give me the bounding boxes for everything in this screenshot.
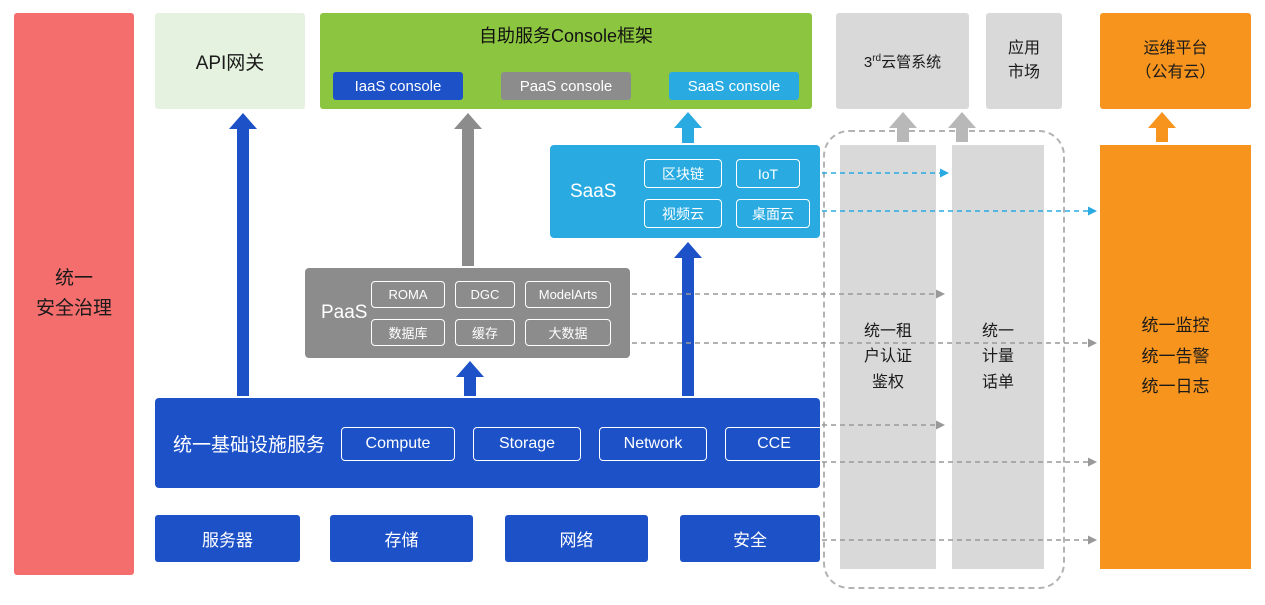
paas-service-roma: ROMA — [371, 281, 445, 308]
paas-service-bigdata: 大数据 — [525, 319, 611, 346]
om-platform-box: 运维平台 （公有云） — [1100, 13, 1251, 109]
third-party-cloud-mgmt-box: 3rd云管系统 — [836, 13, 969, 109]
unified-metering-bar: 统一 计量 话单 — [952, 145, 1044, 569]
saas-service-video-cloud: 视频云 — [644, 199, 722, 228]
paas-service-cache: 缓存 — [455, 319, 515, 346]
hardware-network-box: 网络 — [505, 515, 648, 562]
saas-service-blockchain: 区块链 — [644, 159, 722, 188]
infra-service-storage: Storage — [473, 427, 581, 461]
paas-layer-label: PaaS — [321, 302, 368, 323]
saas-layer-label: SaaS — [570, 180, 617, 202]
paas-services-grid: ROMA DGC ModelArts 数据库 缓存 大数据 — [371, 281, 611, 346]
third-party-sup: rd — [872, 52, 882, 64]
unified-monitoring-alarm-log-bar: 统一监控 统一告警 统一日志 — [1100, 145, 1251, 569]
infrastructure-services-row: Compute Storage Network CCE — [341, 427, 823, 461]
console-chip-row: IaaS console PaaS console SaaS console — [333, 72, 799, 100]
unified-tenant-auth-bar: 统一租 户认证 鉴权 — [840, 145, 936, 569]
shared-services-dashed-frame — [823, 130, 1065, 589]
infra-service-network: Network — [599, 427, 707, 461]
saas-layer-box: SaaS 区块链 IoT 视频云 桌面云 — [550, 145, 820, 238]
paas-service-dgc: DGC — [455, 281, 515, 308]
paas-console-chip: PaaS console — [501, 72, 631, 100]
arrow-paas-to-console — [454, 113, 482, 266]
arrow-infra-to-api-gateway — [229, 113, 257, 396]
arrow-infra-to-saas — [674, 242, 702, 396]
infra-service-compute: Compute — [341, 427, 455, 461]
paas-service-modelarts: ModelArts — [525, 281, 611, 308]
console-framework-title: 自助服务Console框架 — [478, 26, 654, 46]
unified-infrastructure-label: 统一基础设施服务 — [173, 434, 326, 456]
unified-security-governance-bar: 统一 安全治理 — [14, 13, 134, 575]
paas-service-database: 数据库 — [371, 319, 445, 346]
iaas-console-chip: IaaS console — [333, 72, 463, 100]
app-market-box: 应用 市场 — [986, 13, 1062, 109]
hardware-server-box: 服务器 — [155, 515, 300, 562]
unified-infrastructure-box: 统一基础设施服务 Compute Storage Network CCE — [155, 398, 823, 488]
saas-services-grid: 区块链 IoT 视频云 桌面云 — [644, 159, 810, 228]
hardware-security-box: 安全 — [680, 515, 820, 562]
saas-console-chip: SaaS console — [669, 72, 799, 100]
api-gateway-box: API网关 — [155, 13, 305, 109]
saas-service-iot: IoT — [736, 159, 800, 188]
third-party-label: 3rd云管系统 — [863, 52, 942, 71]
saas-service-desktop-cloud: 桌面云 — [736, 199, 810, 228]
paas-layer-box: PaaS ROMA DGC ModelArts 数据库 缓存 大数据 — [305, 268, 630, 358]
console-framework-panel: 自助服务Console框架 IaaS console PaaS console … — [320, 13, 812, 109]
arrow-monitor-to-om-platform — [1148, 112, 1176, 142]
arrow-infra-to-paas — [456, 361, 484, 396]
hardware-storage-box: 存储 — [330, 515, 473, 562]
arrow-saas-to-console — [674, 112, 702, 143]
infra-service-cce: CCE — [725, 427, 823, 461]
